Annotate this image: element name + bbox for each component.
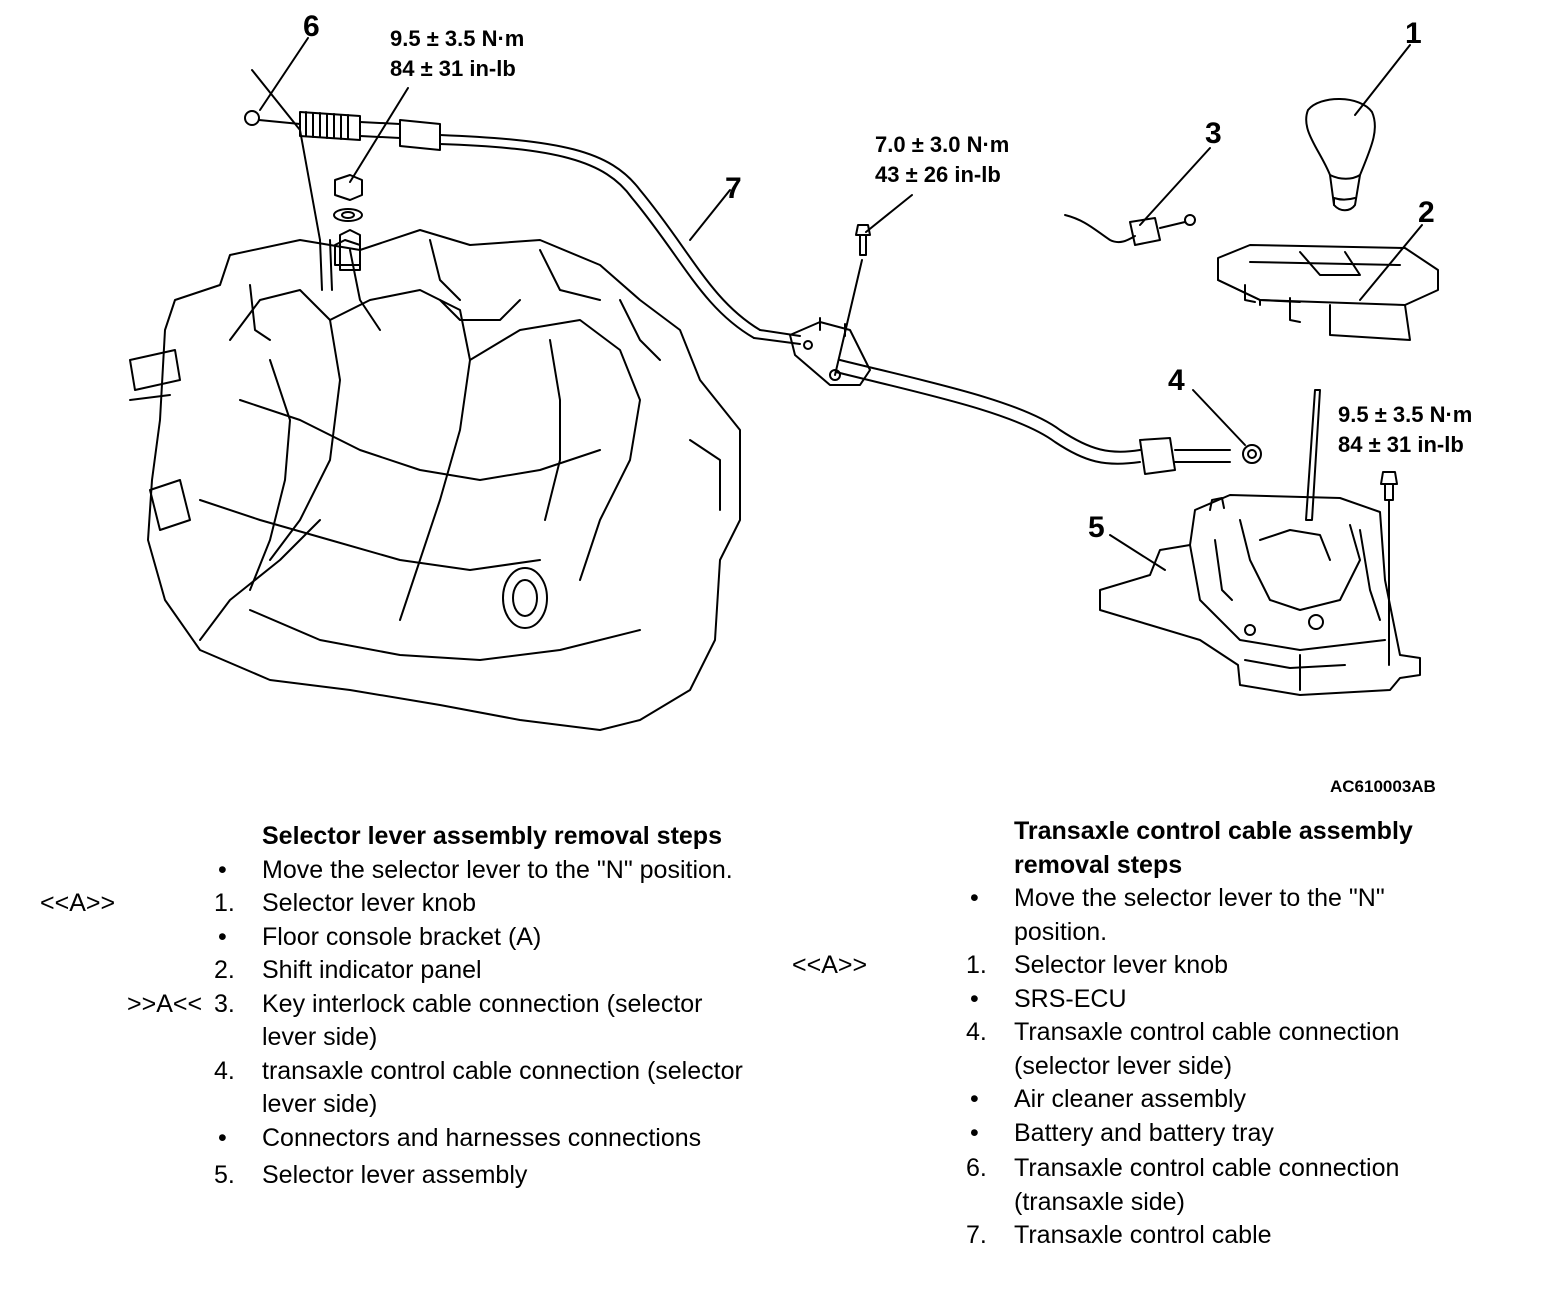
step-text: Transaxle control cable connection (tran… <box>1014 1154 1400 1216</box>
shift-indicator-panel <box>1217 244 1439 341</box>
bolt-cable-bracket <box>855 224 871 256</box>
selector-lever-knob <box>1305 98 1376 212</box>
step-marker: 5. <box>214 1161 235 1189</box>
figure-id: AC610003AB <box>1330 777 1436 796</box>
step-code: <<A>> <box>792 951 868 979</box>
step-marker: 4. <box>966 1018 987 1046</box>
list-item: 4. transaxle control cable connection (s… <box>0 1055 780 1122</box>
callout-7: 7 <box>725 172 742 205</box>
step-text: Transaxle control cable connection (sele… <box>1014 1018 1400 1080</box>
leader-lines <box>251 37 1423 571</box>
callout-2: 2 <box>1418 196 1435 229</box>
step-marker: 2. <box>214 956 235 984</box>
step-marker: 1. <box>214 889 235 917</box>
torque-spec-lever-nm: 9.5 ± 3.5 N·m <box>1338 402 1472 427</box>
key-interlock-cable <box>1064 214 1196 246</box>
selector-lever-removal-steps: Selector lever assembly removal steps • … <box>0 820 780 1193</box>
list-item: 4. Transaxle control cable connection (s… <box>790 1016 1550 1083</box>
list-item: • Move the selector lever to the "N" pos… <box>790 882 1550 949</box>
step-text: Shift indicator panel <box>262 956 482 984</box>
step-text: Air cleaner assembly <box>1014 1085 1247 1113</box>
list-item: 6. Transaxle control cable connection (t… <box>790 1152 1550 1219</box>
step-text: Selector lever knob <box>1014 951 1229 979</box>
callout-6: 6 <box>303 10 320 43</box>
step-marker: • <box>970 884 979 912</box>
transaxle-cable-removal-steps: Transaxle control cable assembly removal… <box>790 815 1550 1253</box>
step-text: Move the selector lever to the "N" posit… <box>1014 884 1385 946</box>
step-text: Floor console bracket (A) <box>262 922 542 951</box>
list-item: • Battery and battery tray <box>790 1117 1550 1151</box>
list-item: >>A<< 3. Key interlock cable connection … <box>0 988 780 1055</box>
exploded-view-diagram: 6 7 3 1 2 4 5 9.5 ± 3.5 N·m 84 ± 31 in-l… <box>129 10 1472 796</box>
step-text: Battery and battery tray <box>1014 1118 1274 1147</box>
list-item: • Air cleaner assembly <box>790 1083 1550 1117</box>
list-item: • Move the selector lever to the "N" pos… <box>0 854 780 888</box>
callout-1: 1 <box>1405 17 1422 50</box>
nut-and-washer <box>333 174 363 266</box>
list-item: <<A>> 1. Selector lever knob <box>0 887 780 921</box>
list-item: 2. Shift indicator panel <box>0 954 780 988</box>
step-marker: • <box>218 1123 227 1152</box>
bolt-selector-lever <box>1380 471 1398 666</box>
callout-3: 3 <box>1205 117 1222 150</box>
step-text: Key interlock cable connection (selector… <box>262 989 703 1052</box>
list-item: • Floor console bracket (A) <box>0 921 780 955</box>
step-text: Selector lever assembly <box>262 1161 528 1189</box>
step-text: Connectors and harnesses connections <box>262 1123 702 1152</box>
step-marker: • <box>218 855 227 884</box>
list-item: <<A>> 1. Selector lever knob <box>790 949 1550 983</box>
cable-bracket <box>789 317 871 386</box>
left-steps-title: Selector lever assembly removal steps <box>262 822 722 850</box>
step-marker: • <box>970 1118 979 1147</box>
torque-spec-bracket-nm: 7.0 ± 3.0 N·m <box>875 132 1009 157</box>
torque-spec-lever-inlb: 84 ± 31 in-lb <box>1338 432 1464 457</box>
list-item: • SRS-ECU <box>790 983 1550 1017</box>
torque-spec-bracket-inlb: 43 ± 26 in-lb <box>875 162 1001 187</box>
torque-spec-nut-inlb: 84 ± 31 in-lb <box>390 56 516 81</box>
callout-4: 4 <box>1168 364 1185 397</box>
callout-5: 5 <box>1088 511 1105 544</box>
step-marker: 4. <box>214 1056 235 1085</box>
step-marker: 1. <box>966 951 987 979</box>
step-marker: 7. <box>966 1221 987 1249</box>
list-item: • Connectors and harnesses connections <box>0 1122 780 1156</box>
torque-spec-nut-nm: 9.5 ± 3.5 N·m <box>390 26 524 51</box>
selector-lever-assembly <box>1099 389 1421 696</box>
step-text: transaxle control cable connection (sele… <box>262 1056 743 1119</box>
right-steps-title: Transaxle control cable assembly removal… <box>1014 817 1413 879</box>
step-text: Transaxle control cable <box>1014 1221 1272 1249</box>
step-marker: • <box>970 984 979 1013</box>
step-marker: 3. <box>214 989 235 1018</box>
step-code: >>A<< <box>127 989 203 1018</box>
step-marker: 6. <box>966 1154 987 1182</box>
step-code: <<A>> <box>40 889 116 917</box>
transaxle-control-cable <box>244 110 1262 475</box>
list-item: 5. Selector lever assembly <box>0 1159 780 1193</box>
step-text: Selector lever knob <box>262 889 477 917</box>
step-text: SRS-ECU <box>1014 984 1127 1013</box>
transaxle-housing <box>129 229 741 731</box>
step-text: Move the selector lever to the "N" posit… <box>262 855 733 884</box>
list-item: 7. Transaxle control cable <box>790 1219 1550 1253</box>
step-marker: • <box>970 1085 979 1113</box>
step-marker: • <box>218 922 227 951</box>
